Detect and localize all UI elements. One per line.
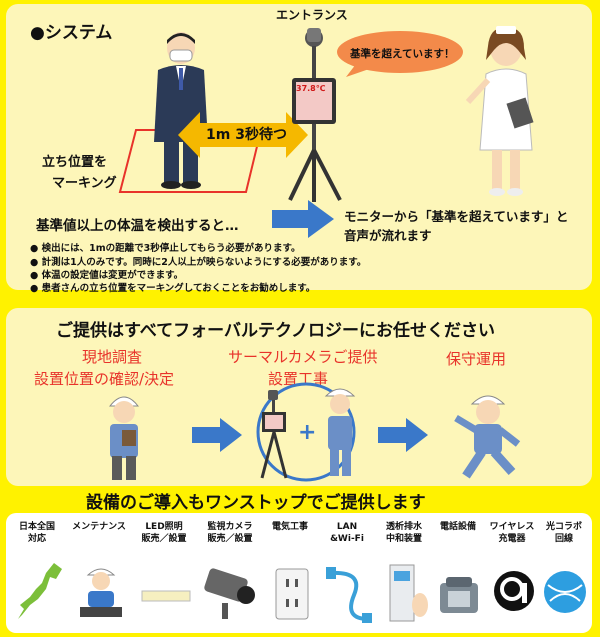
service-item-label: 日本全国対応 — [18, 522, 55, 544]
service-item-label: 透析排水中和装置 — [385, 522, 422, 544]
service-item-label: 光コラボ回線 — [545, 522, 582, 544]
onestop-title: 設備のご導入もワンストップでご提供します — [86, 493, 426, 513]
outlet-icon — [275, 568, 309, 620]
service-item-label: LAN&Wi-Fi — [330, 522, 364, 544]
onestop-panel: 日本全国対応 メンテナンス LED照明販売／設置 監視カメラ販売／設置 電気工事… — [6, 513, 592, 633]
nurse-illustration-icon — [466, 26, 534, 196]
note-item: ● 患者さんの立ち位置をマーキングしておくことをお勧めします。 — [30, 283, 316, 294]
wait-label: 1m 3秒待つ — [206, 127, 287, 143]
note-item: ● 検出には、1mの距離で3秒停止してもらう必要があります。 — [30, 243, 301, 254]
service-item-label: メンテナンス — [72, 522, 126, 532]
system-panel: ●システム エントランス 1m 3秒待つ — [6, 4, 592, 294]
service-title: ご提供はすべてフォーバルテクノロジーにお任せください — [56, 321, 495, 341]
step-arrow-icon — [378, 418, 428, 452]
note-item: ● 計測は1人のみです。同時に2人以上が映らないようにする必要があります。 — [30, 257, 367, 268]
security-camera-icon — [204, 568, 255, 619]
result-line2: 音声が流れます — [344, 228, 432, 243]
japan-map-icon — [18, 563, 62, 619]
monitor-temperature: 37.8℃ — [296, 84, 326, 93]
marking-label-line1: 立ち位置を — [42, 155, 108, 170]
wireless-charger-icon — [494, 571, 534, 611]
service-item-label: 監視カメラ販売／設置 — [207, 522, 253, 544]
service-item-label: 電話設備 — [439, 522, 476, 532]
dialysis-icon — [389, 564, 428, 622]
service-panel: ご提供はすべてフォーバルテクノロジーにお任せください 現地調査 設置位置の確認/… — [6, 308, 592, 486]
led-light-icon — [141, 590, 191, 602]
step3-label: 保守運用 — [446, 350, 507, 368]
result-line1: モニターから「基準を超えています」と — [344, 209, 569, 224]
surveyor-worker-icon — [108, 396, 140, 480]
flow-arrow-icon — [272, 200, 334, 238]
step1-line2: 設置位置の確認/決定 — [34, 370, 175, 388]
phone-icon — [440, 577, 478, 613]
plus-sign: + — [298, 420, 317, 445]
thermal-camera-stand-icon — [288, 28, 342, 202]
alert-text: 基準を超えています！ — [350, 48, 455, 60]
step2-line1: サーマルカメラご提供 — [228, 348, 378, 366]
service-item-label: LED照明販売／設置 — [141, 522, 187, 544]
alert-bubble — [337, 31, 463, 77]
marking-label-line2: マーキング — [52, 176, 117, 191]
service-item-label: 電気工事 — [271, 522, 308, 532]
step1-line1: 現地調査 — [82, 348, 143, 366]
camera-installation-icon — [256, 382, 356, 482]
note-item: ● 体温の設定値は変更ができます。 — [30, 270, 184, 281]
maintenance-worker-icon — [454, 395, 521, 479]
step-arrow-icon — [192, 418, 242, 452]
wait-arrow-icon — [178, 112, 308, 158]
detect-text: 基準値以上の体温を検出すると… — [36, 218, 239, 234]
system-title: ●システム — [30, 23, 113, 43]
entrance-label: エントランス — [276, 8, 348, 22]
visitor-illustration-icon — [154, 32, 208, 189]
fiber-globe-icon — [544, 571, 586, 613]
lan-cable-icon — [326, 567, 372, 623]
maintenance-icon — [80, 568, 122, 617]
service-item-label: ワイヤレス充電器 — [489, 522, 535, 544]
